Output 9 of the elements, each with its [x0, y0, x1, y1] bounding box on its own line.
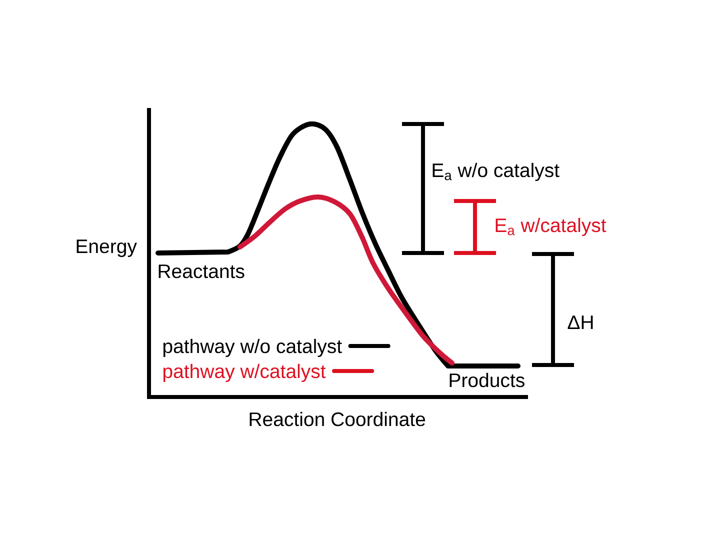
dimension-label: ΔH: [568, 316, 593, 329]
level-label: Reactants: [158, 264, 244, 278]
dimension-label: E$_{a}$ w/o catalyst: [432, 162, 560, 182]
dimension-label: E$_{a}$ w/catalyst: [496, 218, 606, 236]
legend-text: pathway w/catalyst: [163, 364, 326, 382]
axis-label: Reaction Coordinate: [250, 412, 426, 426]
axis-label: Energy: [76, 240, 137, 258]
legend-text: pathway w/o catalyst: [163, 338, 342, 358]
level-label: Products: [450, 372, 524, 388]
